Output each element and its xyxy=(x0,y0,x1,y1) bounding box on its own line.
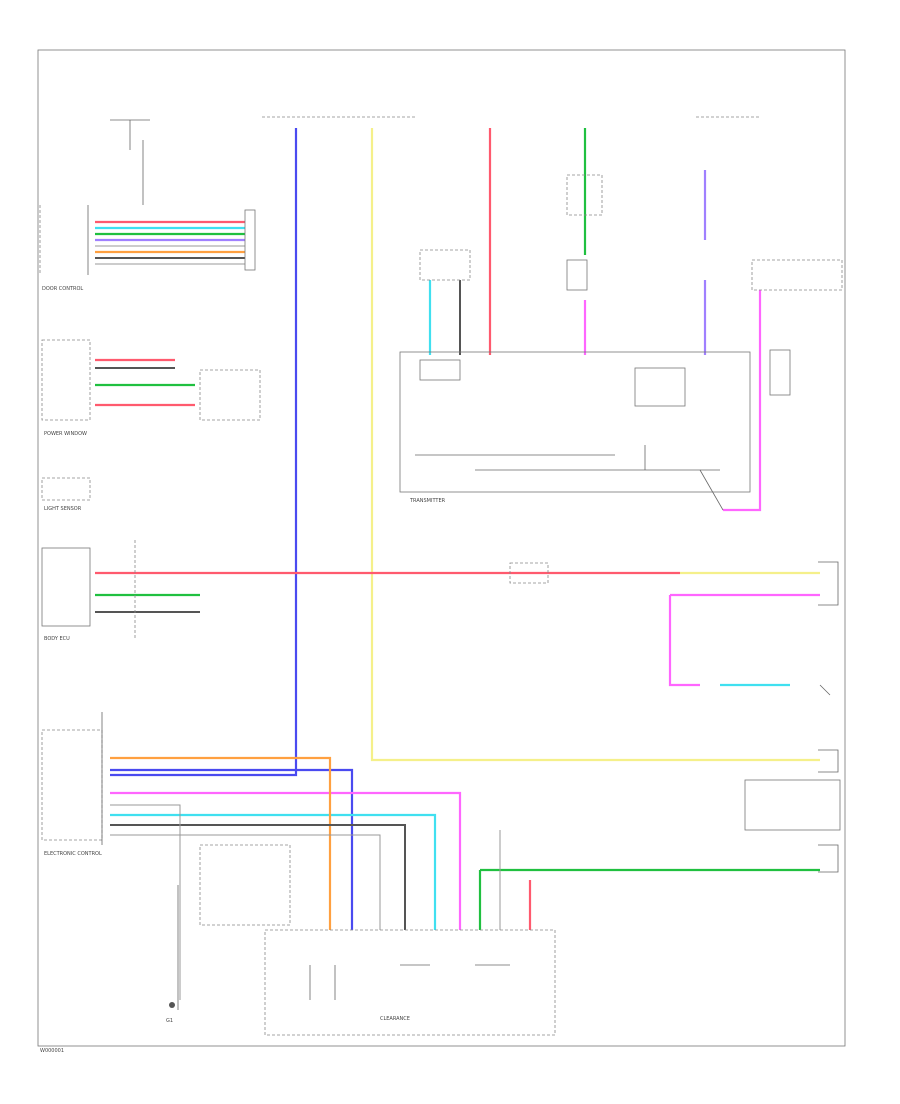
left-connector-1: DOOR CONTROL xyxy=(39,205,256,292)
transmitter-box: TRANSMITTER xyxy=(399,351,751,511)
wire-black xyxy=(95,257,461,930)
wire-blue xyxy=(110,128,354,930)
left-connector-5: ELECTRONIC CONTROL xyxy=(41,712,103,857)
clearance-box: CLEARANCE xyxy=(177,844,556,1036)
diagram-border xyxy=(37,49,846,1047)
wire-orange xyxy=(95,250,332,930)
clearance-label: CLEARANCE xyxy=(380,1016,410,1022)
top-fuse-feeds xyxy=(110,116,760,205)
left-connector-2: POWER WINDOW xyxy=(41,339,261,437)
footer-code: W000001 xyxy=(40,1048,64,1054)
connector-label-door: DOOR CONTROL xyxy=(42,286,83,292)
relay-boxes xyxy=(419,174,603,584)
wire-gray-thin xyxy=(95,245,501,1000)
right-connectors xyxy=(744,259,843,873)
ground-symbol: G1 xyxy=(166,1002,175,1024)
left-connector-4: BODY ECU xyxy=(41,540,136,642)
left-connector-3: LIGHT SENSOR xyxy=(41,477,91,512)
wire-green xyxy=(95,128,820,930)
connector-label-body: BODY ECU xyxy=(44,636,70,642)
wire-yellow xyxy=(370,128,820,762)
ground-label: G1 xyxy=(166,1018,173,1024)
connector-label-sensor: LIGHT SENSOR xyxy=(44,506,82,512)
transmitter-label: TRANSMITTER xyxy=(409,498,446,504)
wire-red xyxy=(95,128,680,930)
connector-label-window: POWER WINDOW xyxy=(44,431,87,437)
connector-label-ecu: ELECTRONIC CONTROL xyxy=(44,851,102,857)
wire-pink xyxy=(110,290,820,930)
wire-cyan xyxy=(95,226,790,930)
wire-violet xyxy=(95,170,707,355)
